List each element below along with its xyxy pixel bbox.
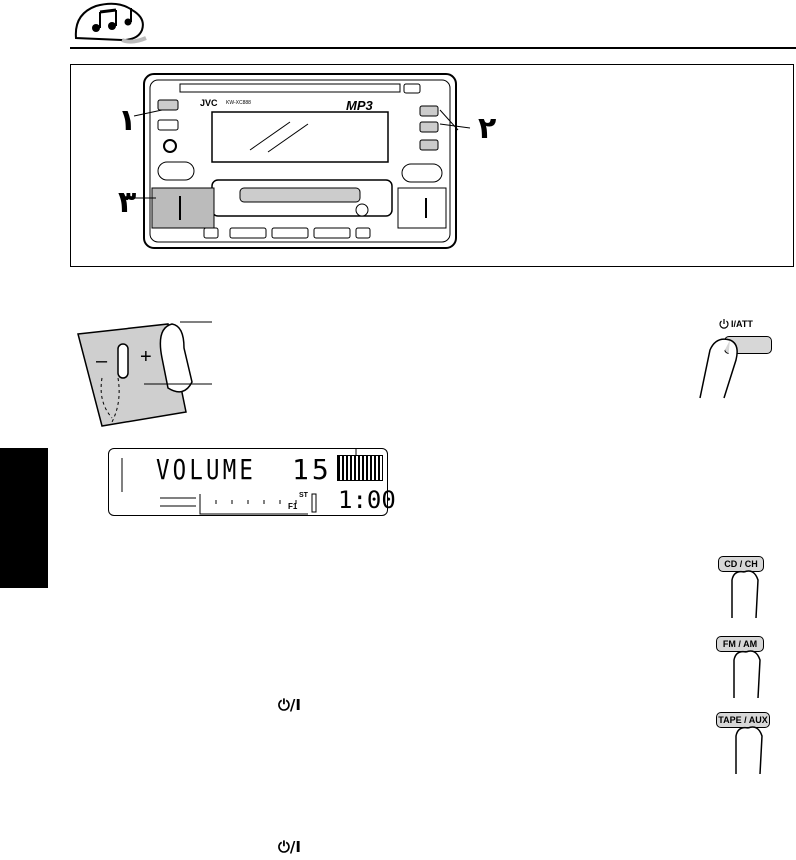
language-side-tab (0, 448, 48, 588)
lcd-f1-indicator: F1 (288, 502, 298, 511)
lcd-st-indicator: ST (299, 492, 308, 499)
header-rule (70, 47, 796, 49)
lcd-volume-level: 15 (292, 453, 332, 486)
car-stereo-illustration (143, 73, 459, 249)
finger-tape-aux (735, 726, 763, 775)
finger-fm-am (733, 650, 761, 699)
lcd-level-meter (337, 455, 383, 481)
callout-2: ٢ (478, 111, 497, 146)
power-symbol-2: ⏻/I (278, 838, 301, 856)
lcd-main-text: VOLUME (156, 453, 257, 486)
power-symbol-1: ⏻/I (278, 696, 301, 714)
knob-minus-label: – (96, 350, 108, 372)
lcd-segments (121, 448, 357, 515)
finger-cd-ch (731, 570, 759, 619)
leader-lines (133, 109, 471, 199)
music-notes-icon (74, 2, 147, 44)
lcd-display (108, 448, 388, 516)
mp3-logo: MP3 (346, 98, 373, 113)
model-label: KW-XC888 (226, 100, 251, 106)
callout-1: ١ (118, 103, 137, 138)
illustration-panel (70, 64, 794, 267)
power-standby-icon (719, 319, 729, 329)
lcd-clock: 1:00 (338, 486, 396, 514)
finger-pressing-att (699, 338, 738, 399)
att-button-label: I/ATT (731, 319, 753, 329)
volume-knob-illustration (77, 321, 212, 427)
cd-ch-button[interactable]: CD / CH (718, 556, 764, 572)
brand-label: JVC (200, 98, 218, 108)
knob-plus-label: + (140, 346, 152, 368)
callout-3: ٣ (118, 185, 137, 220)
